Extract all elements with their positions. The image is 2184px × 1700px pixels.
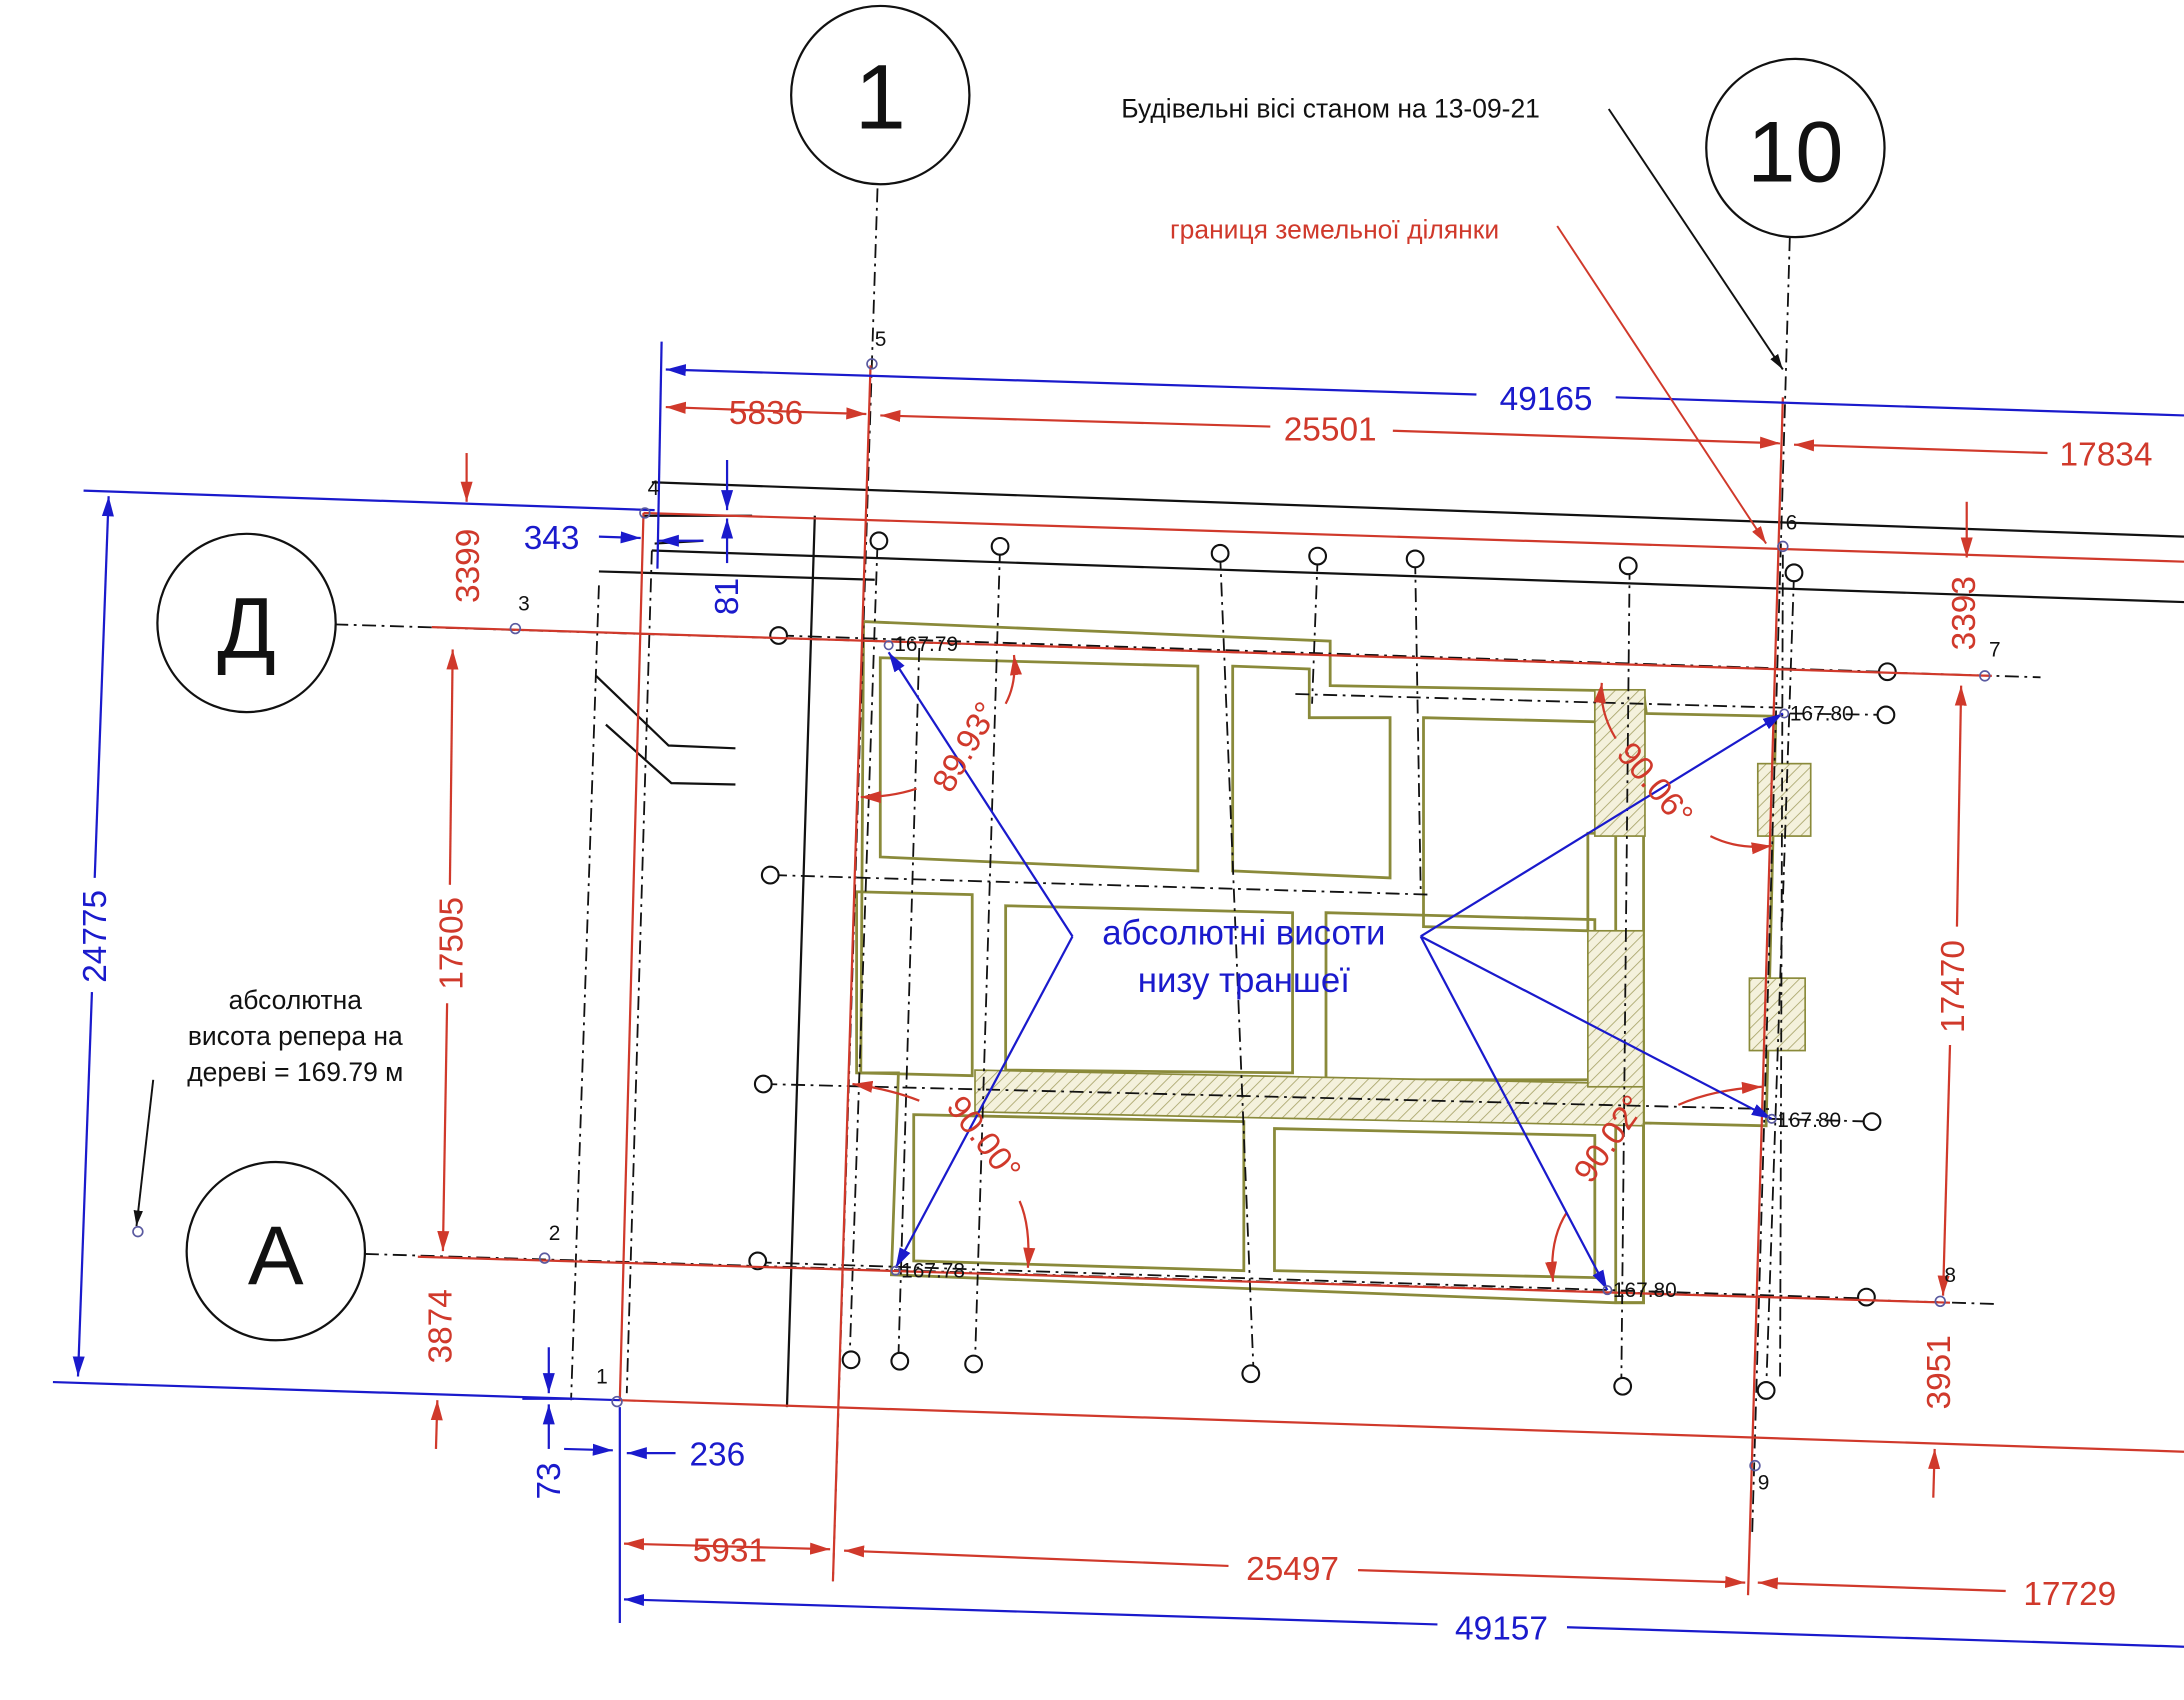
dim-right-mid: 17470: [1935, 940, 1972, 1033]
dim-left-mid: 17505: [433, 897, 470, 990]
dim-offset-343: 343: [524, 520, 580, 557]
elevation-5: 167.80: [1613, 1279, 1677, 1302]
dim-right-bottom: 3951: [1921, 1335, 1958, 1409]
dim-left-top: 3399: [450, 529, 487, 603]
point-5: 5: [875, 328, 887, 351]
axis-label-10: 10: [1747, 104, 1843, 200]
dim-bottom-total: 49157: [1455, 1611, 1548, 1648]
survey-points: [132, 358, 1991, 1472]
dim-bottom-left: 5931: [693, 1533, 767, 1570]
dim-bottom-right: 17729: [2023, 1576, 2116, 1613]
note-leaders: [133, 108, 1784, 1227]
elevation-2: 167.80: [1790, 702, 1854, 725]
point-4: 4: [648, 477, 660, 500]
construction-axes-note: Будівельні вісі станом на 13-09-21: [1121, 93, 1540, 123]
point-2: 2: [549, 1222, 561, 1245]
benchmark-note-line2: висота репера на: [188, 1021, 403, 1051]
axis-bubble-D: [156, 532, 337, 714]
boundary-note-leader: [1556, 225, 1767, 545]
land-boundary-note: границя земельної ділянки: [1170, 215, 1499, 245]
land-boundary: [417, 365, 2184, 1596]
site-lines: [595, 481, 2184, 1408]
dim-top-mid: 25501: [1284, 411, 1377, 448]
hatched-walls: [974, 688, 1812, 1127]
axis-bubble-A: [185, 1160, 367, 1342]
point-6: 6: [1786, 512, 1798, 535]
point-3: 3: [518, 592, 530, 615]
point-9: 9: [1758, 1471, 1770, 1494]
benchmark-note-line1: абсолютна: [229, 985, 363, 1015]
point-8: 8: [1944, 1264, 1956, 1287]
dim-left-bottom: 3874: [422, 1289, 459, 1363]
dim-left-total: 24775: [77, 890, 114, 983]
trench-bottom-note-line1: абсолютні висоти: [1102, 914, 1385, 953]
axis-label-1: 1: [855, 47, 906, 149]
dim-right-top: 3393: [1946, 576, 1983, 650]
dim-offset-73: 73: [531, 1462, 568, 1499]
point-numbers: 1 2 3 4 5 6 7 8 9: [518, 328, 2000, 1495]
red-dimension-lines: [430, 401, 2048, 1593]
dim-offset-236: 236: [689, 1437, 745, 1474]
axis-bubble-1: [790, 4, 971, 186]
axis-label-A: А: [248, 1209, 304, 1303]
dim-offset-81: 81: [709, 578, 746, 615]
benchmark-note-line3: дереві = 169.79 м: [187, 1057, 403, 1087]
axis-bubbles: 1 10 Д А: [156, 4, 1886, 1342]
trench-bottom-note-line2: низу траншеї: [1138, 961, 1351, 1000]
trench-axis-lines: [334, 188, 2041, 1582]
blue-dimension-lines: [52, 341, 2184, 1648]
dim-bottom-mid: 25497: [1246, 1551, 1339, 1588]
elevation-labels: 167.79 167.80 167.80 167.78 167.80: [894, 633, 1853, 1302]
dim-top-left: 5836: [729, 395, 803, 432]
elevation-3: 167.80: [1777, 1109, 1841, 1132]
dimension-labels: 49165 5836 25501 17834 49157 5931 25497 …: [77, 381, 2153, 1648]
dim-top-total: 49165: [1500, 381, 1593, 418]
elevation-1: 167.79: [894, 633, 958, 656]
axis-label-D: Д: [217, 581, 275, 677]
point-7: 7: [1989, 638, 2001, 661]
elevation-4: 167.78: [901, 1260, 965, 1283]
point-1: 1: [596, 1365, 608, 1388]
elevation-leaders: [887, 651, 1784, 1291]
axis-bubble-10: [1705, 57, 1886, 239]
dim-top-right: 17834: [2060, 437, 2153, 474]
